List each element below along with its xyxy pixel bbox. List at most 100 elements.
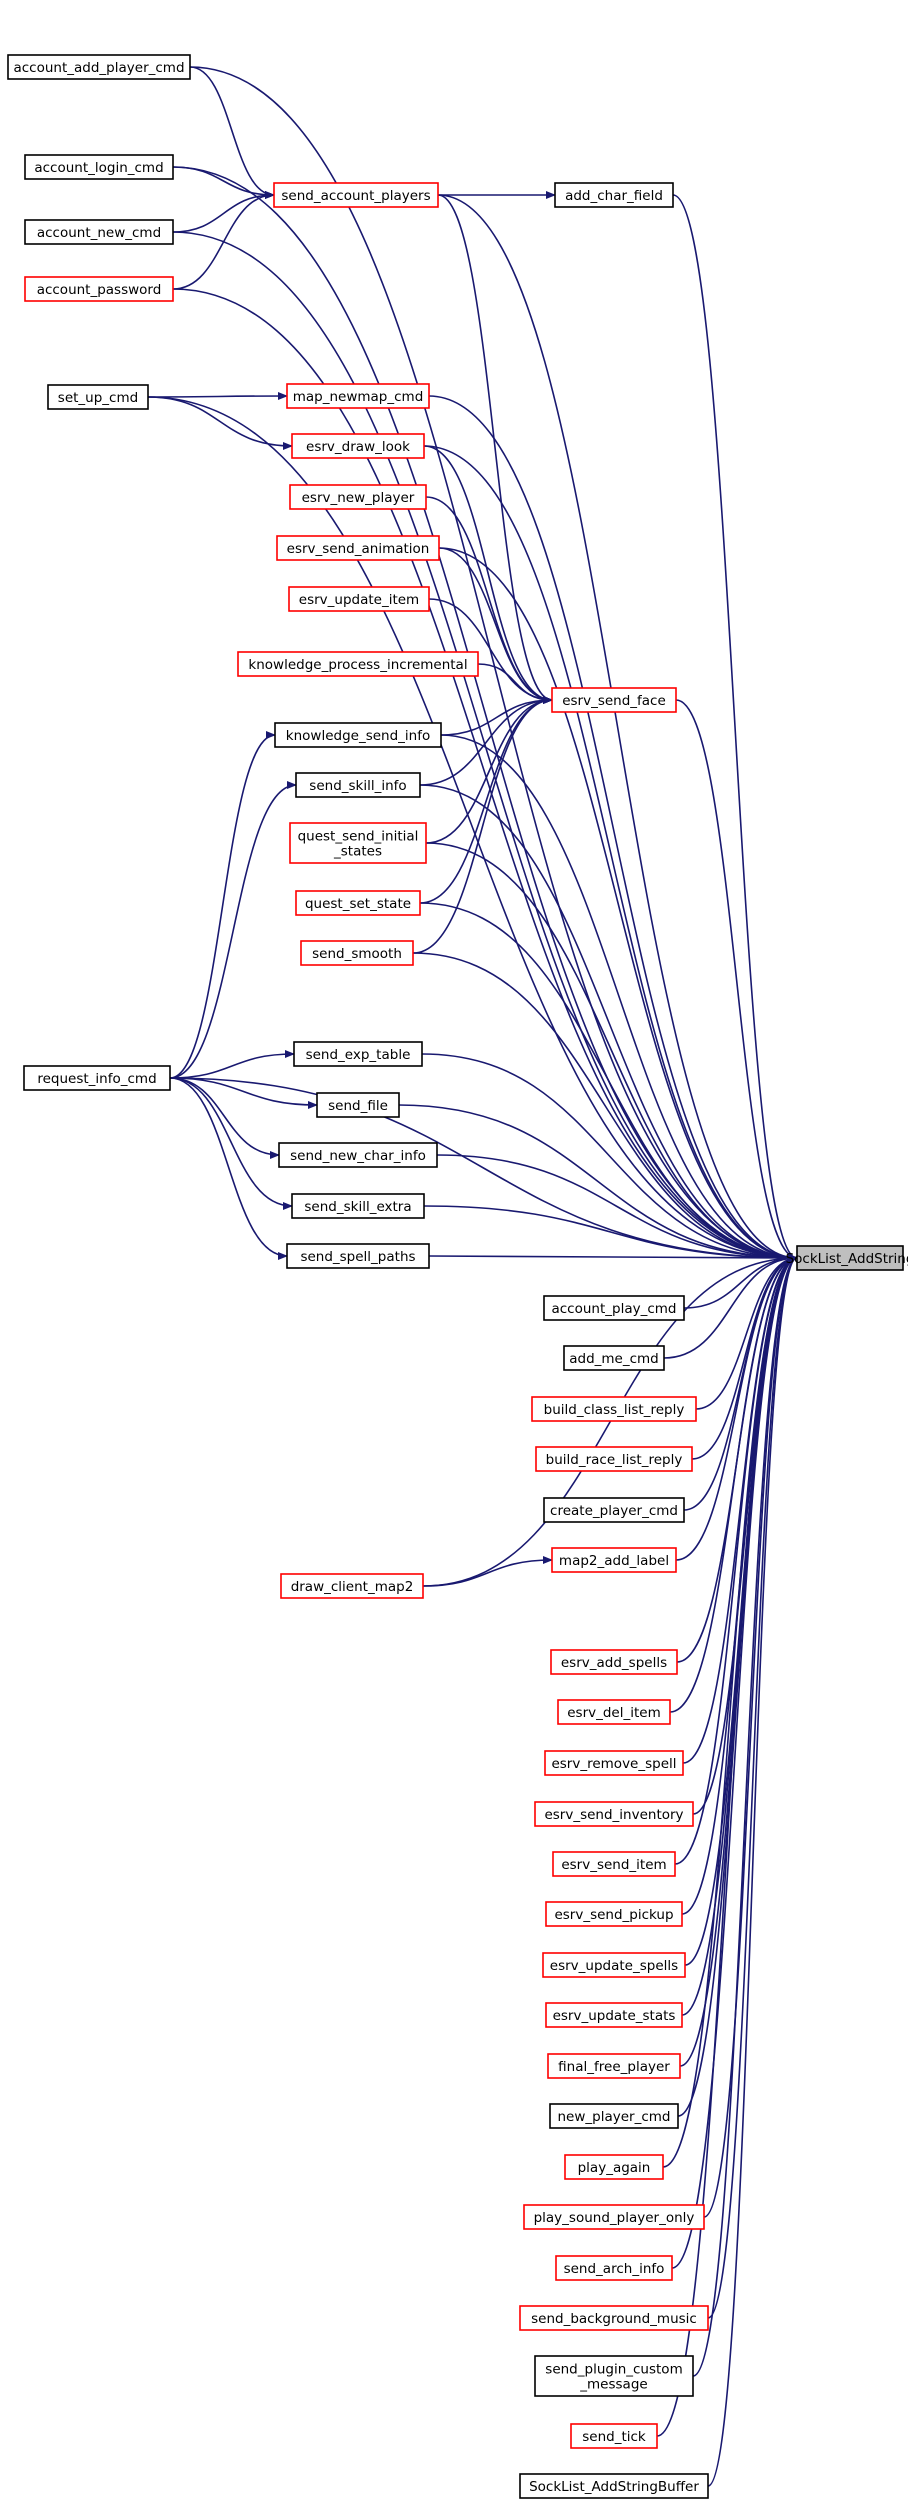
node-account-password[interactable]: account_password — [24, 276, 174, 302]
node-label: send_skill_extra — [304, 1199, 411, 1215]
node-label: new_player_cmd — [558, 2109, 671, 2125]
node-box — [288, 586, 430, 612]
node-build-class-list-reply[interactable]: build_class_list_reply — [531, 1396, 697, 1422]
node-box — [554, 182, 674, 208]
node-label: send_tick — [582, 2429, 646, 2445]
node-socklist-addstringbuffer[interactable]: SockList_AddStringBuffer — [519, 2473, 709, 2499]
node-box — [286, 383, 430, 409]
node-esrv-update-item[interactable]: esrv_update_item — [288, 586, 430, 612]
node-box — [534, 1801, 694, 1827]
node-send-file[interactable]: send_file — [316, 1092, 400, 1118]
edge-account-add-player-cmd-to-send-account-players — [189, 66, 275, 199]
node-box — [796, 1245, 904, 1271]
node-box — [555, 2255, 673, 2281]
node-box — [545, 2002, 683, 2028]
edge-esrv-send-animation-to-esrv-send-face — [438, 547, 553, 704]
node-new-player-cmd[interactable]: new_player_cmd — [549, 2103, 679, 2129]
node-account-add-player-cmd[interactable]: account_add_player_cmd — [7, 54, 191, 80]
node-esrv-update-stats[interactable]: esrv_update_stats — [545, 2002, 683, 2028]
node-label: send_smooth — [312, 946, 402, 962]
node-send-new-char-info[interactable]: send_new_char_info — [278, 1142, 438, 1168]
node-label: esrv_remove_spell — [551, 1756, 676, 1772]
node-send-plugin-custom-message[interactable]: send_plugin_custom_message — [534, 2355, 694, 2397]
node-box — [276, 535, 440, 561]
node-box — [519, 2473, 709, 2499]
node-label: esrv_send_face — [562, 693, 666, 709]
edge-request-info-cmd-to-send-spell-paths — [169, 1077, 288, 1260]
node-box — [295, 772, 421, 798]
node-box — [570, 2423, 658, 2449]
edge-esrv-send-inventory-to-socklist-addstring — [692, 1254, 798, 1815]
node-send-smooth[interactable]: send_smooth — [300, 940, 414, 966]
node-esrv-del-item[interactable]: esrv_del_item — [557, 1699, 671, 1725]
node-knowledge-process-incremental[interactable]: knowledge_process_incremental — [237, 651, 479, 677]
node-add-char-field[interactable]: add_char_field — [554, 182, 674, 208]
edge-account-new-cmd-to-send-account-players — [172, 191, 275, 233]
node-esrv-draw-look[interactable]: esrv_draw_look — [291, 433, 425, 459]
node-label: send_new_char_info — [290, 1148, 426, 1164]
node-quest-set-state[interactable]: quest_set_state — [295, 890, 421, 916]
edge-send-file-to-socklist-addstring — [398, 1104, 798, 1262]
node-send-spell-paths[interactable]: send_spell_paths — [286, 1243, 430, 1269]
node-label: draw_client_map2 — [291, 1579, 414, 1595]
edge-request-info-cmd-to-knowledge-send-info — [169, 731, 276, 1079]
node-play-sound-player-only[interactable]: play_sound_player_only — [523, 2204, 705, 2230]
node-set-up-cmd[interactable]: set_up_cmd — [47, 384, 149, 410]
edge-map2-add-label-to-socklist-addstring — [675, 1254, 798, 1561]
node-label: SockList_AddStringBuffer — [529, 2479, 699, 2495]
node-knowledge-send-info[interactable]: knowledge_send_info — [274, 722, 442, 748]
node-create-player-cmd[interactable]: create_player_cmd — [543, 1497, 685, 1523]
node-box — [23, 1065, 171, 1091]
node-send-tick[interactable]: send_tick — [570, 2423, 658, 2449]
node-esrv-send-face[interactable]: esrv_send_face — [551, 687, 677, 713]
node-play-again[interactable]: play_again — [564, 2154, 664, 2180]
edge-account-password-to-socklist-addstring — [172, 288, 798, 1262]
node-label: send_plugin_custom — [545, 2362, 682, 2378]
node-label: build_race_list_reply — [546, 1452, 683, 1468]
node-send-arch-info[interactable]: send_arch_info — [555, 2255, 673, 2281]
edge-send-skill-info-to-socklist-addstring — [419, 784, 798, 1262]
node-esrv-new-player[interactable]: esrv_new_player — [289, 484, 427, 510]
node-account-new-cmd[interactable]: account_new_cmd — [24, 219, 174, 245]
function-nodes: account_add_player_cmd account_login_cmda… — [7, 54, 908, 2499]
node-box — [519, 2305, 709, 2331]
node-esrv-update-spells[interactable]: esrv_update_spells — [542, 1952, 686, 1978]
node-box — [552, 1851, 676, 1877]
node-esrv-send-pickup[interactable]: esrv_send_pickup — [545, 1901, 683, 1927]
edge-set-up-cmd-to-socklist-addstring — [147, 396, 798, 1262]
node-add-me-cmd[interactable]: add_me_cmd — [563, 1345, 665, 1371]
node-send-skill-extra[interactable]: send_skill_extra — [291, 1193, 425, 1219]
node-account-login-cmd[interactable]: account_login_cmd — [24, 154, 174, 180]
node-build-race-list-reply[interactable]: build_race_list_reply — [535, 1446, 693, 1472]
node-request-info-cmd[interactable]: request_info_cmd — [23, 1065, 171, 1091]
node-label: account_add_player_cmd — [13, 60, 184, 76]
node-label: SockList_AddString — [786, 1251, 908, 1267]
node-quest-send-initial-states[interactable]: quest_send_initial_states — [289, 822, 427, 864]
node-esrv-send-inventory[interactable]: esrv_send_inventory — [534, 1801, 694, 1827]
node-map-newmap-cmd[interactable]: map_newmap_cmd — [286, 383, 430, 409]
node-box — [543, 1497, 685, 1523]
node-box — [274, 722, 442, 748]
node-draw-client-map2[interactable]: draw_client_map2 — [280, 1573, 424, 1599]
edge-quest-set-state-to-socklist-addstring — [419, 902, 798, 1262]
node-esrv-send-animation[interactable]: esrv_send_animation — [276, 535, 440, 561]
node-send-skill-info[interactable]: send_skill_info — [295, 772, 421, 798]
node-esrv-add-spells[interactable]: esrv_add_spells — [550, 1649, 678, 1675]
node-esrv-remove-spell[interactable]: esrv_remove_spell — [544, 1750, 684, 1776]
node-esrv-send-item[interactable]: esrv_send_item — [552, 1851, 676, 1877]
node-label: send_exp_table — [306, 1047, 411, 1063]
node-label: request_info_cmd — [37, 1071, 156, 1087]
node-account-play-cmd[interactable]: account_play_cmd — [543, 1295, 685, 1321]
node-send-exp-table[interactable]: send_exp_table — [293, 1041, 423, 1067]
node-final-free-player[interactable]: final_free_player — [547, 2053, 681, 2079]
node-box — [542, 1952, 686, 1978]
node-map2-add-label[interactable]: map2_add_label — [551, 1547, 677, 1573]
edge-account-password-to-send-account-players — [172, 191, 275, 290]
node-box — [7, 54, 191, 80]
node-box — [545, 1901, 683, 1927]
node-socklist-addstring[interactable]: SockList_AddString — [786, 1245, 908, 1271]
node-send-account-players[interactable]: send_account_players — [273, 182, 439, 208]
node-send-background-music[interactable]: send_background_music — [519, 2305, 709, 2331]
node-label: _states — [333, 844, 382, 860]
